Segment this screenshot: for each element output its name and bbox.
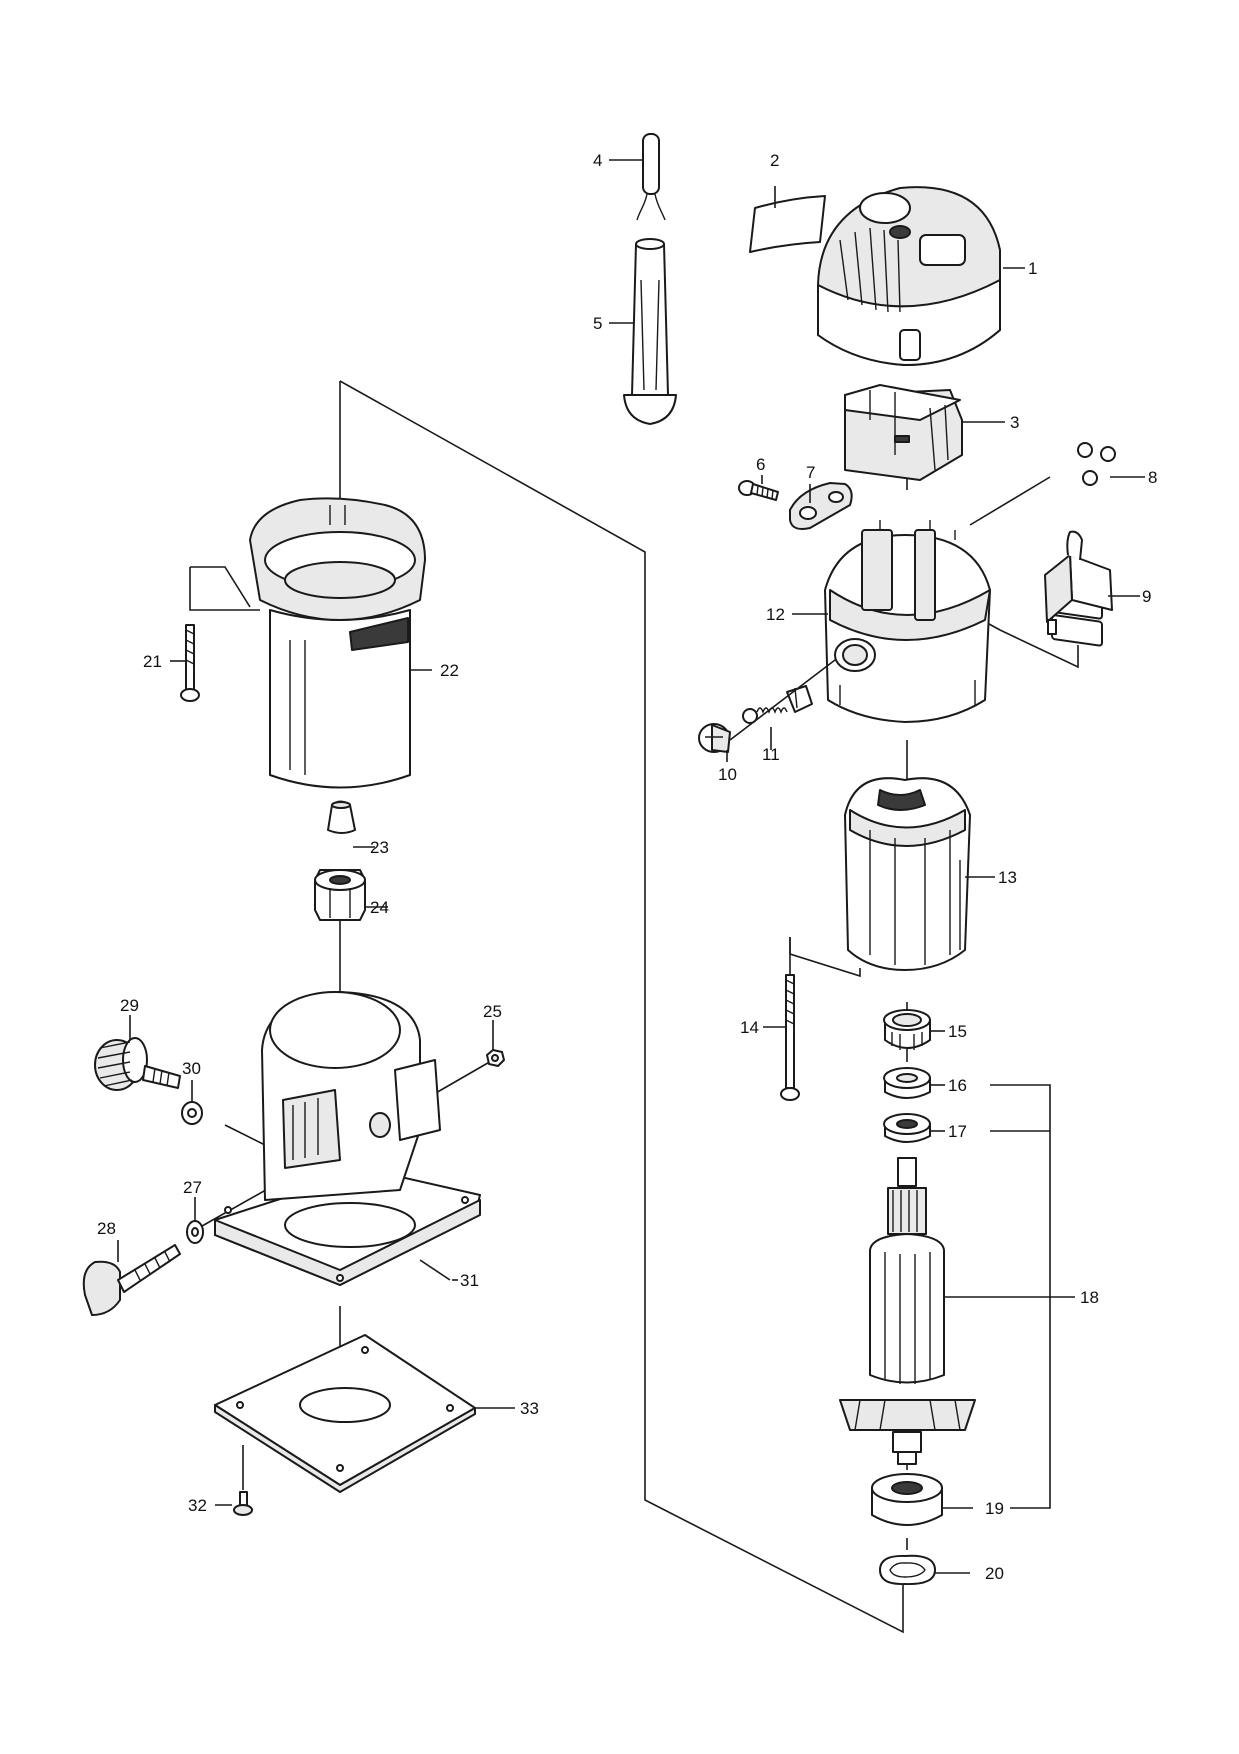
cord-icon <box>636 133 666 221</box>
callout-30: 30 <box>182 1059 201 1078</box>
callout-3: 3 <box>1010 413 1019 432</box>
wing-bolt-icon <box>82 1244 181 1316</box>
flat-washer-icon <box>181 1101 203 1125</box>
callout-11: 11 <box>762 745 780 764</box>
field-stator-icon <box>844 777 971 971</box>
callout-31: 31 <box>460 1271 479 1290</box>
callout-20: 20 <box>985 1564 1004 1583</box>
callout-5: 5 <box>593 314 602 333</box>
motor-housing-icon <box>249 497 426 789</box>
callout-24: 24 <box>370 898 389 917</box>
motor-housing-cap-icon <box>817 186 1001 366</box>
wave-washer-icon <box>879 1554 936 1586</box>
callout-28: 28 <box>97 1219 116 1238</box>
callout-29: 29 <box>120 996 139 1015</box>
callout-7: 7 <box>806 463 815 482</box>
callout-4: 4 <box>593 151 602 170</box>
callout-10: 10 <box>718 765 737 784</box>
connector-icon <box>1051 442 1116 647</box>
knurled-knob-icon <box>94 1037 181 1091</box>
callout-13: 13 <box>998 868 1017 887</box>
collet-nut-icon <box>314 869 366 921</box>
terminal-block-icon <box>844 384 963 481</box>
callout-9: 9 <box>1142 587 1151 606</box>
callout-16: 16 <box>948 1076 967 1095</box>
cord-guard-icon <box>623 238 677 425</box>
callout-18: 18 <box>1080 1288 1099 1307</box>
switch-icon <box>1044 530 1113 635</box>
screw-icon <box>738 480 779 501</box>
callout-2: 2 <box>770 151 779 170</box>
callout-33: 33 <box>520 1399 539 1418</box>
callout-32: 32 <box>188 1496 207 1515</box>
callout-23: 23 <box>370 838 389 857</box>
strain-relief-icon <box>789 482 853 530</box>
callout-21: 21 <box>143 652 162 671</box>
flat-washer-icon <box>186 1220 204 1244</box>
armature-icon <box>839 1157 976 1465</box>
trimmer-base-icon <box>214 991 481 1286</box>
base-plate-icon <box>214 1334 476 1493</box>
collet-cone-icon <box>327 800 356 834</box>
ball-bearing-icon <box>883 1067 931 1099</box>
hex-nut-icon <box>486 1049 505 1067</box>
callout-19: 19 <box>985 1499 1004 1518</box>
callout-27: 27 <box>183 1178 202 1197</box>
callout-25: 25 <box>483 1002 502 1021</box>
callout-labels: 1 2 3 4 5 6 7 8 9 10 11 12 13 14 15 16 1… <box>97 151 1157 1583</box>
pan-head-screw-icon <box>233 1491 253 1516</box>
ball-bearing-icon <box>871 1473 943 1526</box>
callout-8: 8 <box>1148 468 1157 487</box>
callout-14: 14 <box>740 1018 759 1037</box>
callout-leaders <box>117 159 1145 1574</box>
bearing-retainer-icon <box>883 1009 931 1050</box>
callout-1: 1 <box>1028 259 1037 278</box>
callout-6: 6 <box>756 455 765 474</box>
callout-15: 15 <box>948 1022 967 1041</box>
label-strip-icon <box>749 195 826 253</box>
ball-bearing-icon <box>883 1113 931 1143</box>
callout-12: 12 <box>766 605 785 624</box>
callout-22: 22 <box>440 661 459 680</box>
brush-holder-housing-icon <box>824 520 991 723</box>
brush-cap-icon <box>698 723 731 753</box>
long-screw-icon <box>780 974 800 1101</box>
callout-17: 17 <box>948 1122 967 1141</box>
long-screw-icon <box>180 624 200 702</box>
